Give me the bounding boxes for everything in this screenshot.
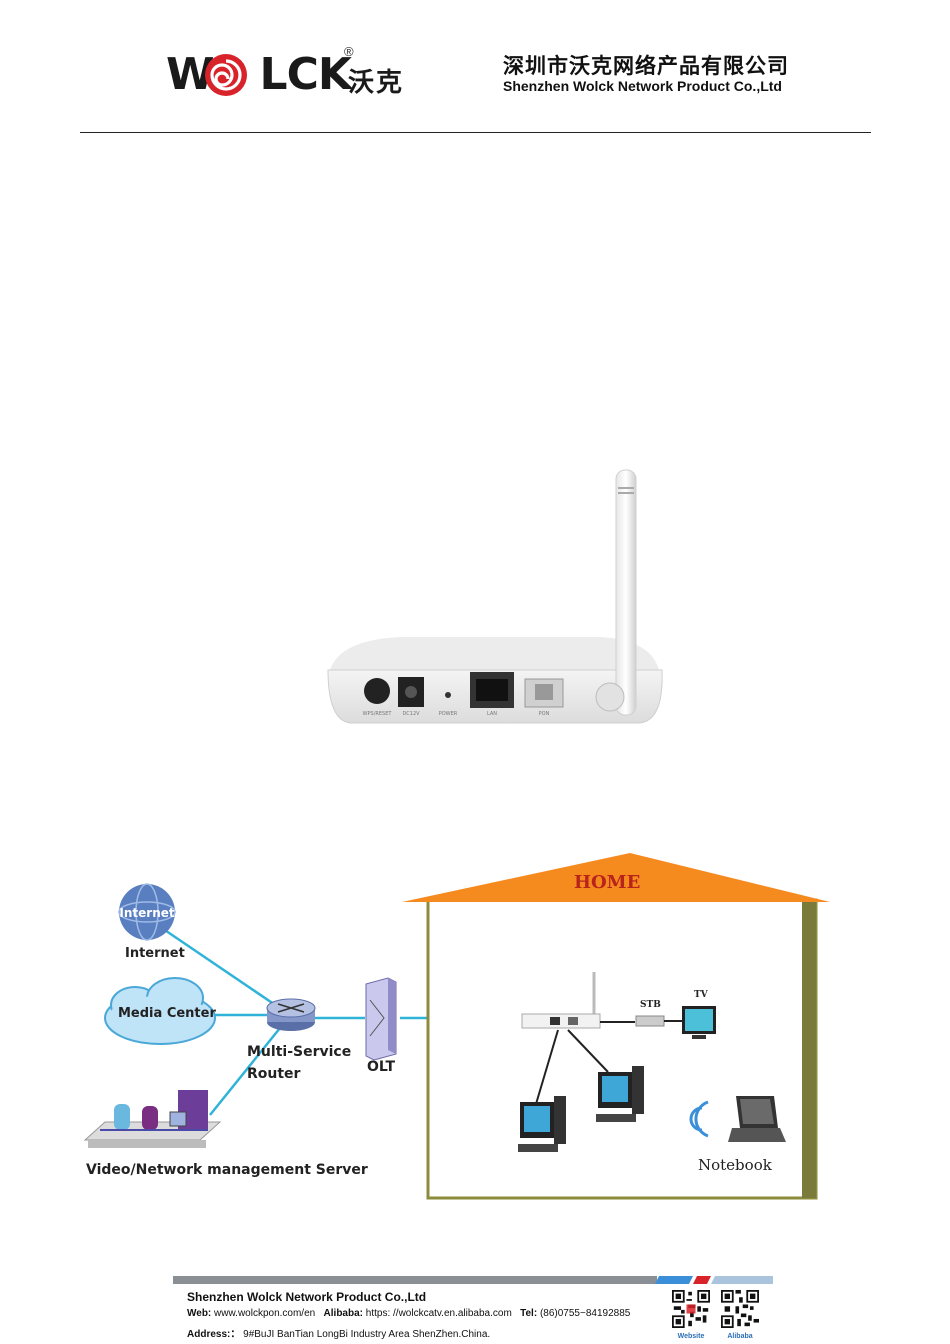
server-label: Video/Network management Server bbox=[86, 1162, 368, 1178]
logo-registered-mark: ® bbox=[344, 44, 354, 59]
website-qr-block[interactable]: Website bbox=[672, 1290, 710, 1340]
web-link[interactable]: www.wolckpon.com/en bbox=[214, 1308, 316, 1319]
website-qr-code-icon bbox=[672, 1290, 710, 1328]
address-value: 9#BuJI BanTian LongBi Industry Area Shen… bbox=[243, 1329, 491, 1340]
stb-label: STB bbox=[640, 1000, 661, 1010]
router-icon bbox=[266, 998, 316, 1031]
wps-reset-button bbox=[364, 678, 390, 704]
power-led bbox=[445, 692, 451, 698]
onu-product-image: WPS/RESET DC12V POWER LAN PON bbox=[327, 469, 663, 724]
desktop-pc-icon bbox=[596, 1066, 644, 1122]
tv-icon bbox=[682, 1006, 716, 1039]
alibaba-link[interactable]: https: //wolckcatv.en.alibaba.com bbox=[365, 1308, 512, 1319]
home-roof bbox=[402, 853, 830, 902]
company-name-english: Shenzhen Wolck Network Product Co.,Ltd bbox=[503, 78, 782, 94]
logo-letters-lck: LCK bbox=[259, 49, 352, 100]
network-topology-diagram: Internet bbox=[80, 850, 840, 1215]
media-center-label: Media Center bbox=[118, 1006, 216, 1021]
desktop-pc-icon bbox=[518, 1096, 566, 1152]
web-label: Web: bbox=[187, 1308, 212, 1319]
logo-swirl-icon bbox=[205, 54, 247, 96]
alibaba-qr-block[interactable]: Alibaba bbox=[721, 1290, 759, 1340]
tel-label: Tel: bbox=[520, 1308, 538, 1319]
home-label: HOME bbox=[574, 872, 641, 893]
home-onu-icon bbox=[521, 972, 635, 1029]
port-label: PON bbox=[539, 711, 550, 717]
notebook-icon bbox=[689, 1096, 786, 1142]
footer-color-bar bbox=[173, 1276, 773, 1284]
port-label: WPS/RESET bbox=[363, 711, 393, 717]
globe-label: Internet bbox=[119, 906, 174, 920]
internet-label: Internet bbox=[125, 946, 185, 961]
stb-icon bbox=[635, 1015, 682, 1027]
router-label-line2: Router bbox=[247, 1066, 301, 1082]
port-label: POWER bbox=[439, 711, 458, 717]
tel-value: (86)0755−84192885 bbox=[539, 1308, 631, 1319]
olt-icon bbox=[365, 977, 397, 1061]
company-name-chinese: 深圳市沃克网络产品有限公司 bbox=[503, 54, 789, 78]
footer-company-name: Shenzhen Wolck Network Product Co.,Ltd bbox=[187, 1290, 427, 1304]
alibaba-qr-label: Alibaba bbox=[727, 1333, 753, 1340]
header-divider bbox=[80, 132, 871, 133]
alibaba-label: Alibaba: bbox=[323, 1308, 363, 1319]
olt-label: OLT bbox=[367, 1059, 396, 1075]
port-label: DC12V bbox=[402, 711, 420, 717]
address-label: Address:： bbox=[187, 1329, 241, 1340]
alibaba-qr-code-icon bbox=[721, 1290, 759, 1328]
server-icon bbox=[83, 1090, 222, 1148]
website-qr-label: Website bbox=[677, 1333, 705, 1340]
footer-contact-line: Web: www.wolckpon.com/en Alibaba: https:… bbox=[187, 1308, 630, 1319]
internet-globe-icon: Internet bbox=[118, 883, 176, 941]
router-label-line1: Multi-Service bbox=[247, 1044, 352, 1060]
port-label: LAN bbox=[487, 711, 497, 717]
tv-label: TV bbox=[694, 990, 708, 1000]
media-center-cloud-icon bbox=[104, 977, 216, 1045]
home-wall bbox=[426, 898, 818, 1200]
footer-address-line: Address:： 9#BuJI BanTian LongBi Industry… bbox=[187, 1325, 490, 1340]
notebook-label: Notebook bbox=[698, 1156, 772, 1174]
logo-chinese-name: 沃克 bbox=[348, 68, 405, 98]
